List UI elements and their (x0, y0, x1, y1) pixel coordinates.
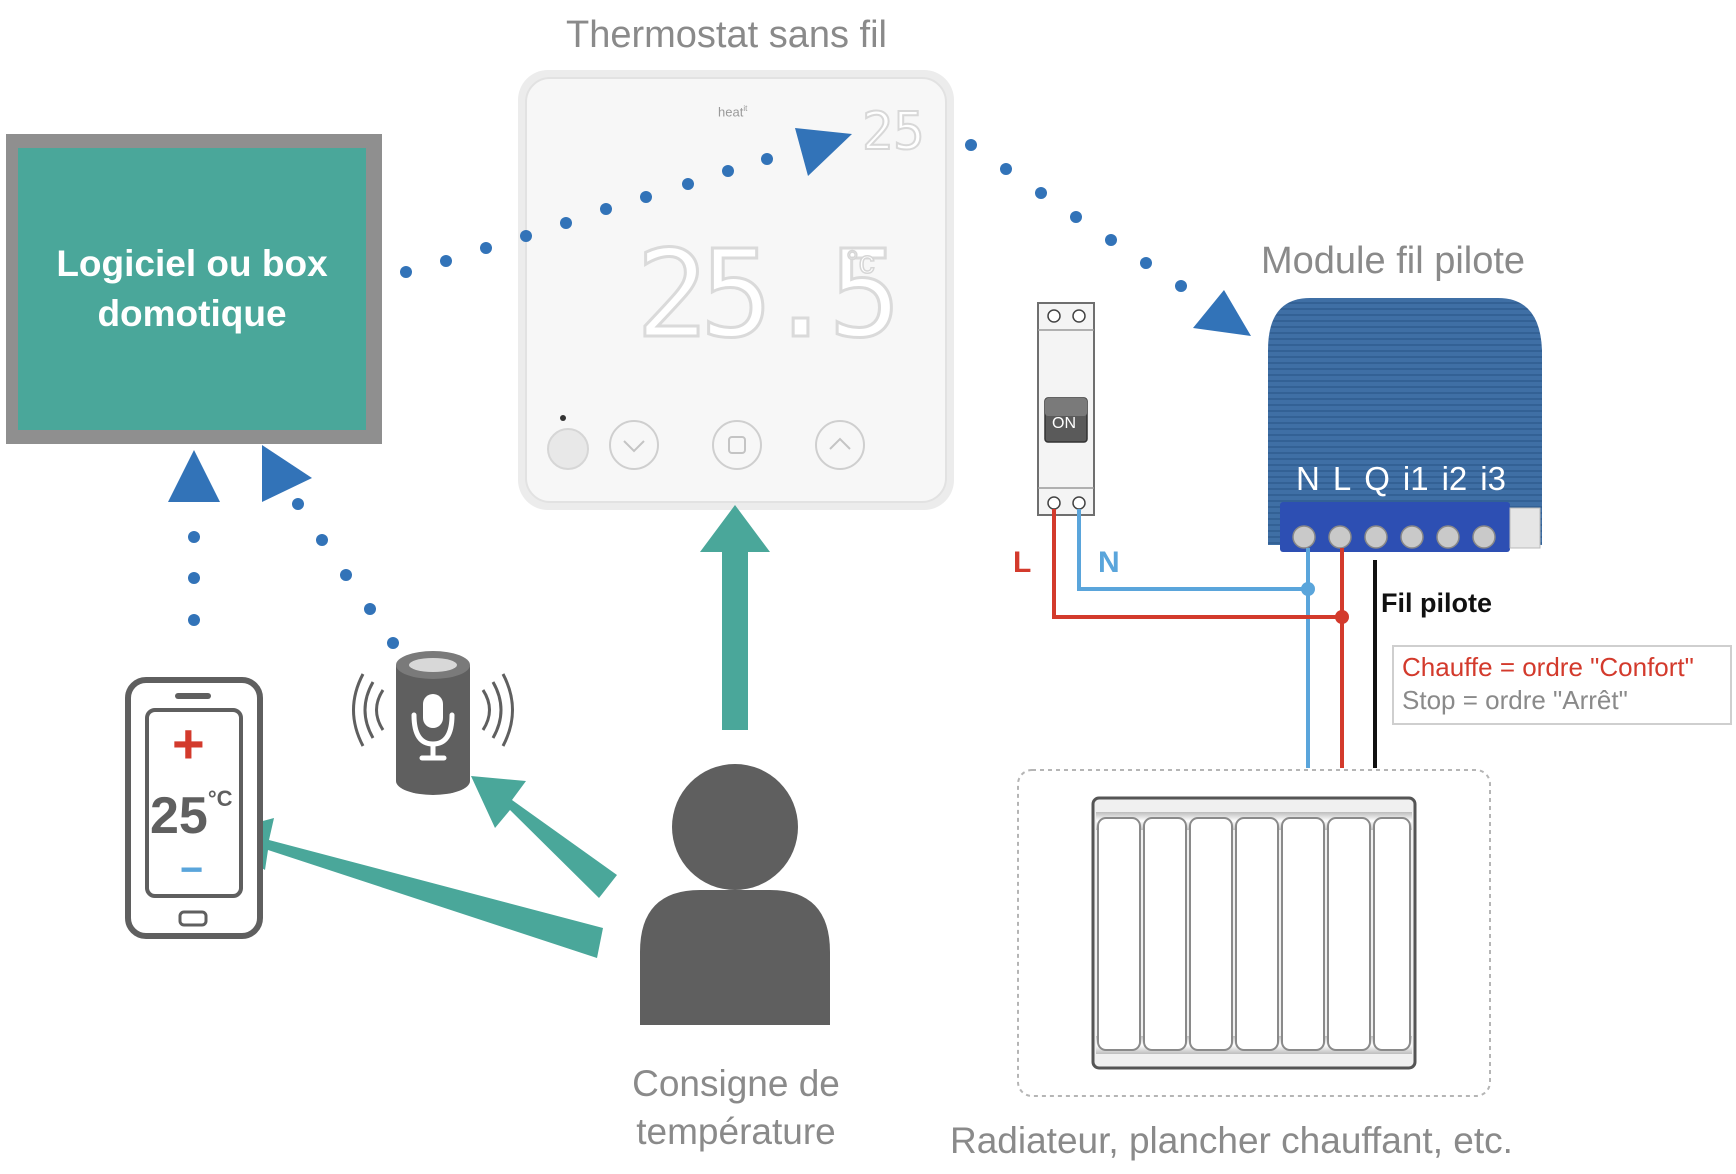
thermostat-device (518, 70, 954, 510)
terminal-i1: i1 (1402, 460, 1429, 497)
neutral-junction (1301, 582, 1315, 596)
pilot-wire-module (1268, 298, 1542, 552)
phone-plus-button: + (172, 712, 205, 775)
thermostat-setpoint: 25 (861, 101, 926, 163)
terminal-i2: i2 (1441, 460, 1468, 497)
microphone-icon (411, 694, 455, 761)
legend-chauffe: Chauffe = ordre "Confort" (1402, 652, 1694, 682)
user-action-arrows (210, 505, 770, 958)
live-wire-label: L (1013, 546, 1032, 579)
legend-stop: Stop = ordre "Arrêt" (1402, 685, 1628, 715)
sound-waves-icon (352, 673, 514, 747)
chevron-down-icon (623, 440, 645, 453)
module-terminal-labels: N L Q i1 i2 i3 (1296, 460, 1506, 498)
phone-temperature: 25°C (150, 786, 233, 846)
smartphone (125, 677, 263, 939)
person-icon (640, 764, 830, 1025)
up-button[interactable] (815, 420, 865, 470)
thermostat-brand-name: heat (718, 104, 744, 120)
circuit-breaker (1037, 302, 1095, 516)
thermostat-brand-sup: it (743, 104, 748, 113)
domotique-box-label: Logiciel ou box domotique (56, 243, 328, 334)
terminal-q: Q (1364, 460, 1390, 497)
smart-speaker (352, 651, 514, 795)
square-icon (728, 436, 746, 454)
consigne-label: Consigne de température (632, 1063, 840, 1152)
breaker-on-label: ON (1052, 415, 1076, 432)
terminal-i3: i3 (1480, 460, 1506, 497)
menu-button[interactable] (712, 420, 762, 470)
radiator (1017, 769, 1491, 1097)
phone-minus-button: − (180, 848, 204, 892)
module-title: Module fil pilote (1261, 240, 1526, 282)
neutral-wire-label: N (1098, 546, 1120, 579)
light-sensor (547, 428, 589, 470)
phone-temp-value: 25 (150, 787, 208, 845)
terminal-l: L (1332, 460, 1352, 497)
thermostat-title: Thermostat sans fil (566, 14, 887, 56)
down-button[interactable] (609, 420, 659, 470)
pilot-wire-legend: Chauffe = ordre "Confort" Stop = ordre "… (1392, 645, 1732, 725)
radiator-label: Radiateur, plancher chauffant, etc. (950, 1120, 1513, 1161)
live-junction (1335, 610, 1349, 624)
thermostat-brand: heatit (718, 104, 747, 119)
terminal-n: N (1296, 460, 1320, 497)
wireless-dots (188, 139, 1187, 649)
thermostat-display-temp: 25.5 (635, 225, 903, 367)
status-led (560, 415, 566, 421)
phone-temp-unit: °C (207, 786, 233, 811)
chevron-up-icon (829, 437, 851, 450)
domotique-box (6, 134, 382, 444)
wireless-arrowheads (168, 128, 1251, 502)
fil-pilote-label: Fil pilote (1381, 588, 1492, 618)
thermostat-unit: °c (845, 243, 875, 281)
